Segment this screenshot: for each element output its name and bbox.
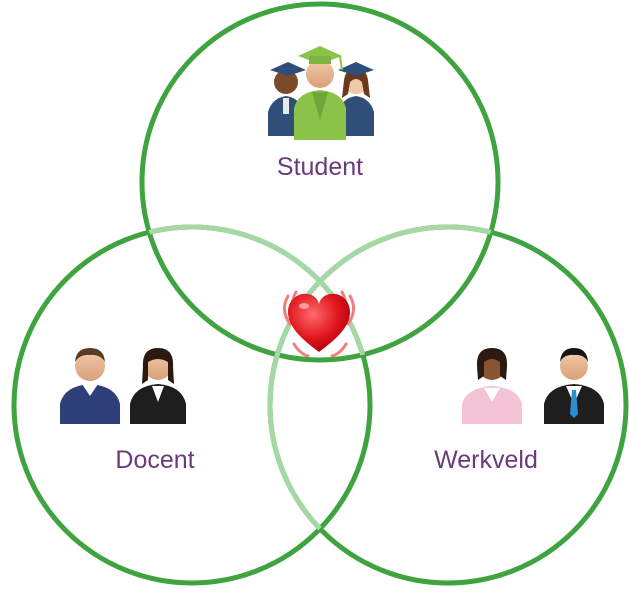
label-werkveld: Werkveld: [434, 446, 538, 474]
circle-student: [139, 1, 501, 363]
overlap-arcs: [142, 224, 498, 583]
label-docent: Docent: [115, 446, 195, 474]
label-student: Student: [276, 153, 364, 181]
heart-icon: [283, 290, 355, 358]
teachers-icon: [60, 348, 186, 424]
professionals-icon: [462, 348, 604, 424]
graduates-icon: [268, 46, 374, 140]
